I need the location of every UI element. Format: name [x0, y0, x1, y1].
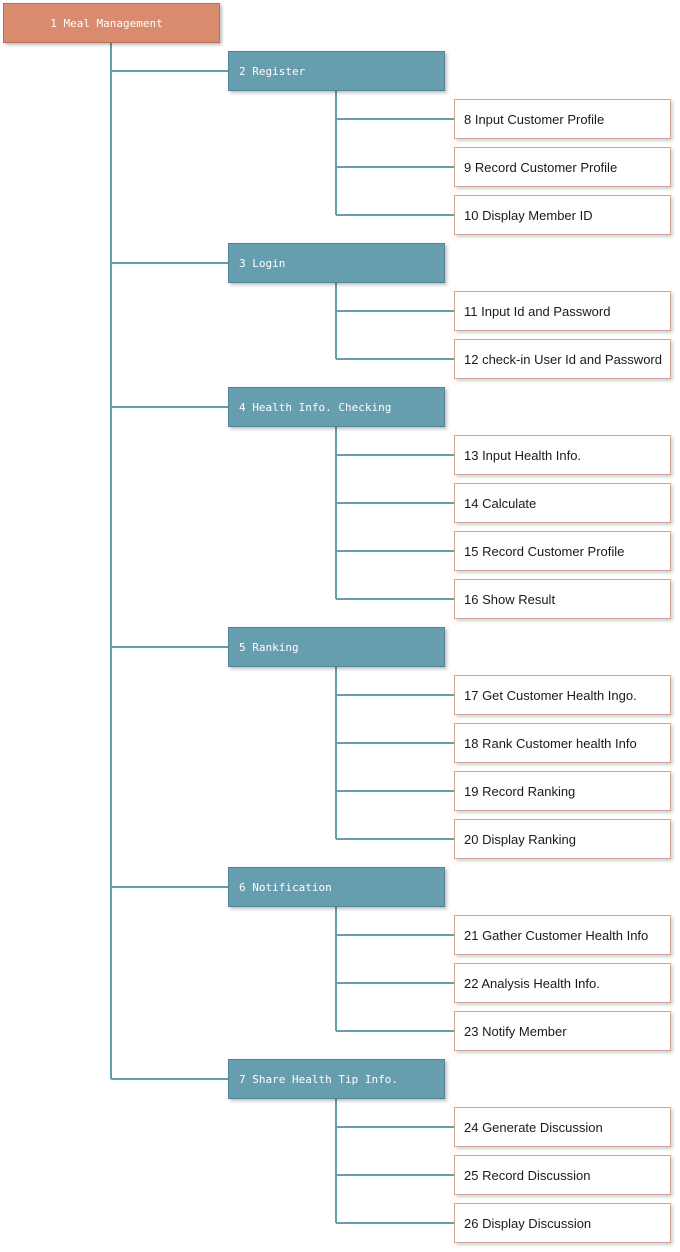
leaf-label: 10 Display Member ID: [464, 207, 593, 223]
category-node-share-health-tip-info: 7 Share Health Tip Info.: [228, 1059, 445, 1099]
leaf-label: 23 Notify Member: [464, 1023, 567, 1039]
leaf-label: 24 Generate Discussion: [464, 1119, 603, 1135]
leaf-label: 16 Show Result: [464, 591, 556, 607]
leaf-node: 25 Record Discussion: [454, 1155, 671, 1195]
leaf-node: 20 Display Ranking: [454, 819, 671, 859]
category-node-register: 2 Register: [228, 51, 445, 91]
leaf-node: 22 Analysis Health Info.: [454, 963, 671, 1003]
leaf-node: 14 Calculate: [454, 483, 671, 523]
leaf-label: 13 Input Health Info.: [464, 447, 582, 463]
leaf-label: 20 Display Ranking: [464, 831, 577, 847]
leaf-node: 15 Record Customer Profile: [454, 531, 671, 571]
leaf-node: 10 Display Member ID: [454, 195, 671, 235]
leaf-node: 19 Record Ranking: [454, 771, 671, 811]
leaf-node: 23 Notify Member: [454, 1011, 671, 1051]
root-node-meal-management: 1 Meal Management: [3, 3, 220, 43]
leaf-label: 22 Analysis Health Info.: [464, 975, 600, 991]
category-label: 2 Register: [239, 64, 306, 78]
category-label: 3 Login: [239, 256, 286, 270]
leaf-node: 13 Input Health Info.: [454, 435, 671, 475]
leaf-label: 11 Input Id and Password: [464, 303, 611, 319]
leaf-node: 17 Get Customer Health Ingo.: [454, 675, 671, 715]
leaf-node: 9 Record Customer Profile: [454, 147, 671, 187]
leaf-label: 21 Gather Customer Health Info: [464, 927, 649, 943]
leaf-label: 25 Record Discussion: [464, 1167, 591, 1183]
leaf-node: 26 Display Discussion: [454, 1203, 671, 1243]
leaf-label: 19 Record Ranking: [464, 783, 576, 799]
category-label: 7 Share Health Tip Info.: [239, 1072, 398, 1086]
leaf-node: 24 Generate Discussion: [454, 1107, 671, 1147]
leaf-label: 15 Record Customer Profile: [464, 543, 625, 559]
leaf-label: 14 Calculate: [464, 495, 537, 511]
leaf-node: 16 Show Result: [454, 579, 671, 619]
category-label: 5 Ranking: [239, 640, 299, 654]
category-node-notification: 6 Notification: [228, 867, 445, 907]
leaf-label: 17 Get Customer Health Ingo.: [464, 687, 637, 703]
leaf-node: 21 Gather Customer Health Info: [454, 915, 671, 955]
leaf-node: 18 Rank Customer health Info: [454, 723, 671, 763]
category-label: 6 Notification: [239, 880, 332, 894]
leaf-label: 26 Display Discussion: [464, 1215, 592, 1231]
leaf-label: 8 Input Customer Profile: [464, 111, 605, 127]
leaf-label: 9 Record Customer Profile: [464, 159, 618, 175]
category-node-login: 3 Login: [228, 243, 445, 283]
root-node-label: 1 Meal Management: [50, 16, 163, 30]
category-node-ranking: 5 Ranking: [228, 627, 445, 667]
leaf-node: 11 Input Id and Password: [454, 291, 671, 331]
leaf-node: 12 check-in User Id and Password: [454, 339, 671, 379]
leaf-label: 18 Rank Customer health Info: [464, 735, 637, 751]
category-label: 4 Health Info. Checking: [239, 400, 392, 414]
category-node-health-info-checking: 4 Health Info. Checking: [228, 387, 445, 427]
leaf-label: 12 check-in User Id and Password: [464, 351, 662, 367]
leaf-node: 8 Input Customer Profile: [454, 99, 671, 139]
